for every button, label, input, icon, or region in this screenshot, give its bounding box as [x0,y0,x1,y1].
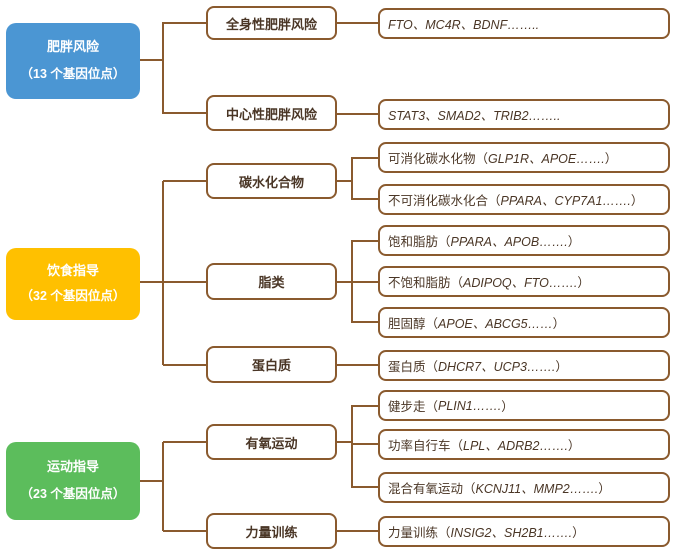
leaf-prefix: 蛋白质（ [388,360,439,374]
leaf-genes: FTO、MC4R、BDNF…….. [388,18,540,32]
leaf-suffix: ） [567,439,581,453]
category-overall-obesity-risk: 全身性肥胖风险 [206,6,337,40]
leaf-non-digestible-carbs: 不可消化碳水化合（PPARA、CYP7A1…….） [378,184,670,215]
leaf-genes: INSIG2、SH2B1……. [450,526,573,540]
leaf-unsaturated-fat: 不饱和脂肪（ADIPOQ、FTO…….） [378,266,670,297]
root-exercise-guidance-subtitle: （23 个基因位点） [20,487,126,502]
root-obesity-risk-subtitle: （13 个基因位点） [20,66,126,81]
leaf-saturated-fat: 饱和脂肪（PPARA、APOB…….） [378,225,670,256]
root-exercise-guidance: 运动指导 （23 个基因位点） [6,442,140,520]
category-strength-training: 力量训练 [206,513,337,549]
leaf-suffix: ） [630,194,644,208]
leaf-protein-genes: 蛋白质（DHCR7、UCP3…….） [378,350,670,381]
leaf-prefix: 混合有氧运动（ [388,482,476,496]
leaf-genes: PPARA、APOB……. [450,235,568,249]
leaf-prefix: 功率自行车（ [388,439,464,453]
root-obesity-risk: 肥胖风险 （13 个基因位点） [6,23,140,99]
leaf-genes: DHCR7、UCP3……. [438,360,556,374]
leaf-prefix: 力量训练（ [388,526,451,540]
category-aerobic-exercise: 有氧运动 [206,424,337,460]
leaf-genes: PPARA、CYP7A1……. [500,194,631,208]
leaf-prefix: 可消化碳水化物（ [388,152,489,166]
leaf-genes: STAT3、SMAD2、TRIB2…….. [388,109,561,123]
leaf-prefix: 胆固醇（ [388,317,439,331]
leaf-power-cycling: 功率自行车（LPL、ADRB2…….） [378,429,670,460]
root-diet-guidance-subtitle: （32 个基因位点） [20,289,126,304]
leaf-suffix: ） [598,482,611,496]
leaf-genes: KCNJ11、MMP2……. [475,482,599,496]
leaf-digestible-carbs: 可消化碳水化物（GLP1R、APOE…….） [378,142,670,173]
leaf-prefix: 不可消化碳水化合（ [388,194,501,208]
leaf-suffix: ） [552,317,566,331]
category-carbohydrates: 碳水化合物 [206,163,337,199]
leaf-suffix: ） [577,276,590,290]
leaf-genes: PLIN1……. [438,398,502,413]
leaf-genes: ADIPOQ、FTO……. [463,276,578,290]
root-exercise-guidance-title: 运动指导 [46,458,99,474]
category-lipids: 脂类 [206,263,337,300]
leaf-genes: APOE、ABCG5…… [438,317,553,331]
leaf-suffix: ） [604,152,618,166]
leaf-suffix: ） [567,235,581,249]
leaf-cholesterol: 胆固醇（APOE、ABCG5……） [378,307,670,338]
root-diet-guidance: 饮食指导 （32 个基因位点） [6,248,140,320]
leaf-suffix: ） [555,360,568,374]
leaf-genes: LPL、ADRB2……. [463,439,568,453]
leaf-central-obesity-genes: STAT3、SMAD2、TRIB2…….. [378,99,670,130]
leaf-suffix: ） [572,526,585,540]
leaf-suffix: ） [501,400,514,414]
leaf-prefix: 健步走（ [388,400,439,414]
category-central-obesity-risk: 中心性肥胖风险 [206,95,337,131]
leaf-prefix: 不饱和脂肪（ [388,276,464,290]
category-protein: 蛋白质 [206,346,337,383]
leaf-mixed-aerobic: 混合有氧运动（KCNJ11、MMP2…….） [378,472,670,503]
leaf-genes: GLP1R、APOE……. [488,152,605,166]
root-obesity-risk-title: 肥胖风险 [46,39,99,55]
leaf-overall-obesity-genes: FTO、MC4R、BDNF…….. [378,8,670,39]
leaf-brisk-walking: 健步走（PLIN1…….） [378,390,670,421]
leaf-prefix: 饱和脂肪（ [388,235,451,249]
leaf-strength-training-genes: 力量训练（INSIG2、SH2B1…….） [378,516,670,547]
root-diet-guidance-title: 饮食指导 [46,262,99,278]
